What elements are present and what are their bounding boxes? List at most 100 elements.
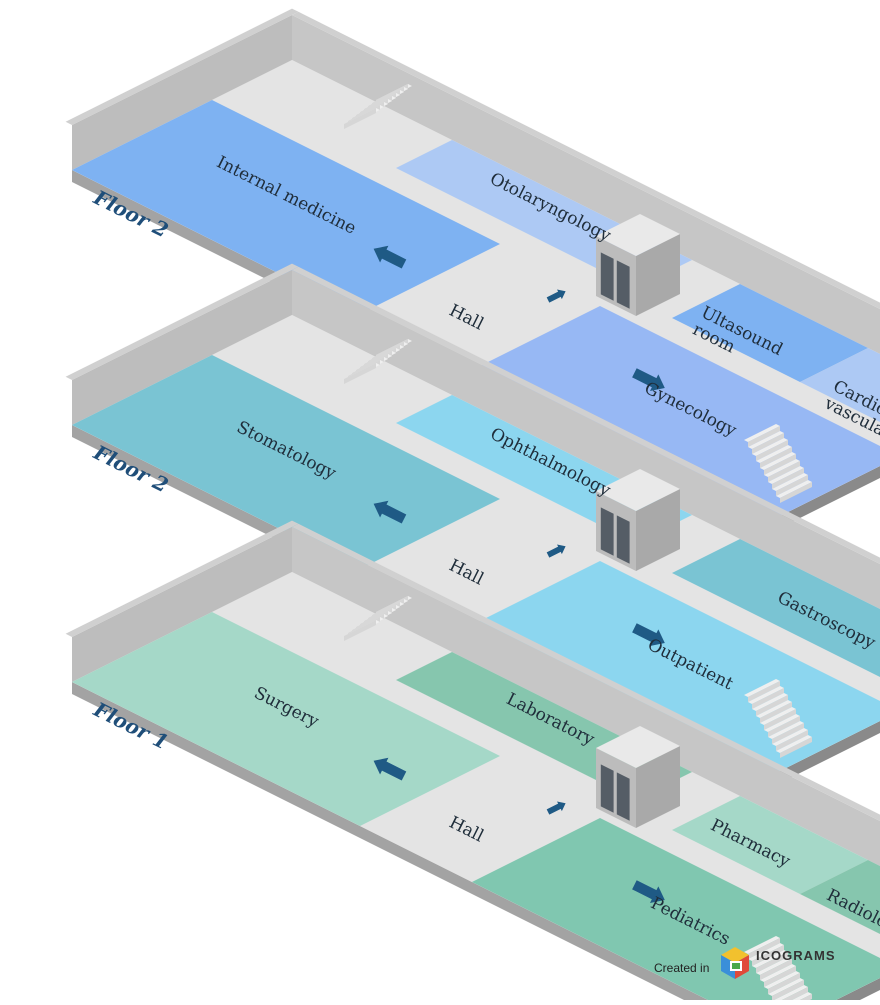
left-wall-top — [65, 520, 299, 637]
room-right-back — [672, 539, 880, 677]
left-wall — [72, 270, 292, 425]
stairs-right-riser — [756, 695, 788, 716]
back-wall-top — [292, 523, 880, 821]
room-right-back-a — [672, 284, 868, 382]
stairs-right-step — [764, 459, 800, 477]
left-wall-top — [65, 8, 299, 126]
elevator-side — [636, 234, 680, 316]
stairs-right-step — [748, 943, 784, 961]
slab-side-edge — [772, 466, 880, 532]
stairs-right-step — [756, 700, 792, 718]
stairs-right-step — [760, 707, 796, 725]
stairs-right-step — [768, 721, 804, 739]
stairs-right-step — [752, 438, 788, 456]
stairs-right-riser — [776, 730, 808, 751]
arrow-left-icon — [373, 500, 407, 524]
elevator-door — [616, 260, 630, 309]
stairs-right-step — [744, 679, 780, 697]
arrow-up-icon — [546, 544, 566, 558]
stairs-right-riser — [760, 447, 792, 468]
stairs-right-riser — [756, 952, 788, 973]
stairs-right-riser — [772, 723, 804, 744]
stairs-right-riser — [748, 681, 780, 702]
elevator-door — [600, 252, 614, 301]
stairs-right-step — [756, 445, 792, 463]
icograms-brand: ICOGRAMS — [756, 948, 836, 963]
stairs-right-riser — [752, 433, 784, 454]
back-wall — [292, 15, 880, 354]
room-right-back-b — [800, 860, 880, 934]
stairs-right-riser — [764, 966, 796, 987]
back-wall — [292, 527, 880, 866]
arrow-right-icon — [632, 880, 665, 904]
stairs-right-step — [752, 950, 788, 968]
back-wall — [292, 270, 880, 609]
stairs-right-step — [768, 978, 804, 996]
arrow-up-icon — [546, 801, 566, 815]
stairs-right-riser — [764, 454, 796, 475]
stairs-right-step — [776, 735, 812, 753]
icograms-logo-icon — [721, 947, 749, 979]
back-wall-top — [292, 266, 880, 564]
arrow-left-icon — [373, 757, 407, 781]
stairs-right-step — [760, 452, 796, 470]
stairs-right-riser — [756, 440, 788, 461]
stairs-right-riser — [752, 945, 784, 966]
left-wall — [72, 527, 292, 682]
stairs-right-step — [764, 714, 800, 732]
stairs-right-step — [760, 964, 796, 982]
stairs-right-riser — [772, 468, 804, 489]
stairs-right-step — [752, 693, 788, 711]
elevator-door — [600, 764, 614, 813]
arrow-left-icon — [373, 245, 407, 269]
stairs-right-step — [756, 957, 792, 975]
elevator-door — [616, 515, 630, 564]
stairs-right-step — [776, 480, 812, 498]
elevator-top — [596, 469, 680, 511]
stairs-right-step — [772, 473, 808, 491]
stairs-right-riser — [764, 709, 796, 730]
arrow-right-icon — [632, 368, 665, 392]
left-wall — [72, 15, 292, 170]
stairs-right-step — [768, 466, 804, 484]
elevator-side — [636, 746, 680, 828]
room-right-back-a — [672, 796, 868, 894]
stairs-right-step — [772, 985, 808, 1003]
room-right-back-b — [800, 348, 880, 422]
stairs-right-riser — [760, 702, 792, 723]
stairs-right-riser — [748, 938, 780, 959]
stairs-left-riser — [344, 363, 376, 384]
stairs-right-step — [744, 424, 780, 442]
elevator-top — [596, 214, 680, 256]
icograms-credit: Created in ICOGRAMS — [654, 944, 854, 984]
stairs-right-riser — [768, 461, 800, 482]
elevator-door — [600, 507, 614, 556]
elevator-door — [616, 772, 630, 821]
stairs-right-riser — [760, 959, 792, 980]
stairs-right-riser — [752, 688, 784, 709]
arrow-up-icon — [546, 289, 566, 303]
stairs-right-riser — [780, 737, 812, 758]
stairs-left-riser — [344, 108, 376, 129]
stairs-right-step — [748, 431, 784, 449]
stairs-right-riser — [780, 482, 812, 503]
stairs-right-riser — [776, 475, 808, 496]
stairs-right-riser — [772, 980, 804, 1001]
slab-side-edge — [772, 721, 880, 787]
stairs-right-riser — [768, 973, 800, 994]
stairs-left-riser — [344, 620, 376, 641]
stairs-right-step — [772, 728, 808, 746]
back-wall-top — [292, 11, 880, 309]
created-in-text: Created in — [654, 961, 710, 975]
stairs-right-step — [748, 686, 784, 704]
stairs-right-step — [764, 971, 800, 989]
left-wall-top — [65, 263, 299, 380]
elevator-top — [596, 726, 680, 768]
elevator-side — [636, 489, 680, 571]
arrow-right-icon — [632, 623, 665, 647]
stairs-right-riser — [768, 716, 800, 737]
stairs-right-step — [744, 936, 780, 954]
